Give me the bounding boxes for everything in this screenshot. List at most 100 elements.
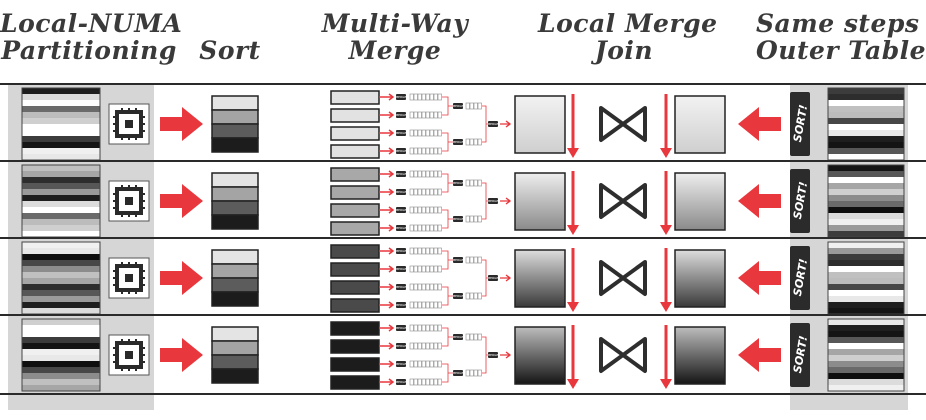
heading-partitioning-line1: Local-NUMA xyxy=(0,9,183,38)
merge-node-label: MERGE xyxy=(396,249,407,253)
input-run xyxy=(330,244,380,259)
merge-node-label: MERGE xyxy=(453,335,464,339)
partition-stripe xyxy=(22,142,100,148)
buffer-cell xyxy=(473,179,478,187)
buffer-cell xyxy=(429,188,434,196)
input-run xyxy=(330,144,380,159)
bowtie-shape xyxy=(599,260,647,296)
buffer-cell xyxy=(465,179,470,187)
buffer-cell xyxy=(437,111,442,119)
buffer-cell xyxy=(421,324,426,332)
partition-stripe xyxy=(22,94,100,100)
merge-output-arrow xyxy=(500,351,512,359)
run-arrow xyxy=(379,129,395,137)
buffer-cell xyxy=(437,283,442,291)
merge-node-label: MERGE xyxy=(453,371,464,375)
inner-scan-arrow-head xyxy=(567,379,579,389)
sorted-run-segment xyxy=(211,172,259,188)
merge-node-box xyxy=(396,189,406,195)
heading-outer-line2: Outer Table xyxy=(756,36,926,65)
merge-leaf: MERGE xyxy=(396,112,406,118)
heading-partitioning: Local-NUMA Partitioning xyxy=(0,9,183,64)
merge-node-label: MERGE xyxy=(488,353,499,357)
buffer-cell xyxy=(417,188,422,196)
partition-stripe xyxy=(22,148,100,154)
buffer-cell xyxy=(437,147,442,155)
merge-node-label: MERGE xyxy=(488,199,499,203)
input-run xyxy=(330,298,380,313)
partition-block xyxy=(21,318,101,392)
buffer-cell xyxy=(409,224,414,232)
partition-stripe xyxy=(22,189,100,195)
merge-root: MERGE xyxy=(488,198,499,204)
buffer-cell xyxy=(409,129,414,137)
sorted-run-segment xyxy=(211,263,259,279)
input-run xyxy=(330,262,380,277)
partition-stripe xyxy=(22,385,100,391)
merge-node-label: MERGE xyxy=(453,217,464,221)
partition-stripe xyxy=(22,379,100,385)
buffer-cell xyxy=(477,292,482,300)
inner-scan-arrow-head xyxy=(567,148,579,158)
buffer-cell xyxy=(469,138,474,146)
input-run xyxy=(330,203,380,218)
merge-leaf: MERGE xyxy=(396,225,406,231)
partition-stripe xyxy=(22,154,100,160)
outer-stripe xyxy=(828,88,904,94)
partition-stripe xyxy=(22,106,100,112)
buffer-cell xyxy=(469,179,474,187)
merge-node-box xyxy=(396,112,406,118)
run-arrow xyxy=(379,147,395,155)
buffer-cell xyxy=(473,138,478,146)
buffer-cell xyxy=(425,247,430,255)
sorted-run-segment xyxy=(211,291,259,307)
merge-node-box xyxy=(396,130,406,136)
merge-node-label: MERGE xyxy=(453,140,464,144)
heading-join-line2: Join xyxy=(594,36,654,65)
sorted-run-segment xyxy=(211,249,259,265)
partition-stripe xyxy=(22,231,100,237)
buffer-cell xyxy=(413,301,418,309)
buffer-cell xyxy=(437,324,442,332)
merge-leaf: MERGE xyxy=(396,343,406,349)
buffer-cell xyxy=(409,265,414,273)
merge-connector xyxy=(442,96,453,116)
buffer-cell xyxy=(433,93,438,101)
partition-stripe xyxy=(22,207,100,213)
partition-stripe xyxy=(22,112,100,118)
outer-stripe xyxy=(828,248,904,254)
partition-stripe xyxy=(22,272,100,278)
partition-to-sort-arrow xyxy=(160,184,203,218)
input-run xyxy=(330,90,380,105)
buffer-cell xyxy=(421,283,426,291)
buffer-cell xyxy=(409,378,414,386)
buffer-cell xyxy=(429,324,434,332)
merge-level2: MERGE xyxy=(453,103,463,109)
heading-join: Local Merge Join xyxy=(538,10,717,65)
cpu-chip-icon xyxy=(108,257,150,299)
merge-connector xyxy=(442,327,453,347)
merge-node-box xyxy=(396,343,406,349)
merge-node-box xyxy=(453,139,463,145)
buffer-cell xyxy=(473,369,478,377)
buffer-cell xyxy=(437,378,442,386)
buffer-cell xyxy=(433,170,438,178)
bowtie-shape xyxy=(599,183,647,219)
buffer-cell xyxy=(409,342,414,350)
merge-level2: MERGE xyxy=(453,334,464,340)
buffer-cell xyxy=(433,224,438,232)
buffer-cell xyxy=(429,206,434,214)
buffer-cell xyxy=(413,224,418,232)
buffer-cell xyxy=(437,206,442,214)
inner-scan-arrow-head xyxy=(567,225,579,235)
outer-to-join-arrow xyxy=(738,107,781,141)
outer-stripe xyxy=(828,165,904,171)
cpu-chip-icon xyxy=(108,334,150,376)
merge-node-box xyxy=(396,94,406,100)
merge-node-label: MERGE xyxy=(488,122,499,126)
outer-stripe xyxy=(828,302,904,308)
merge-output-arrow xyxy=(500,197,512,205)
